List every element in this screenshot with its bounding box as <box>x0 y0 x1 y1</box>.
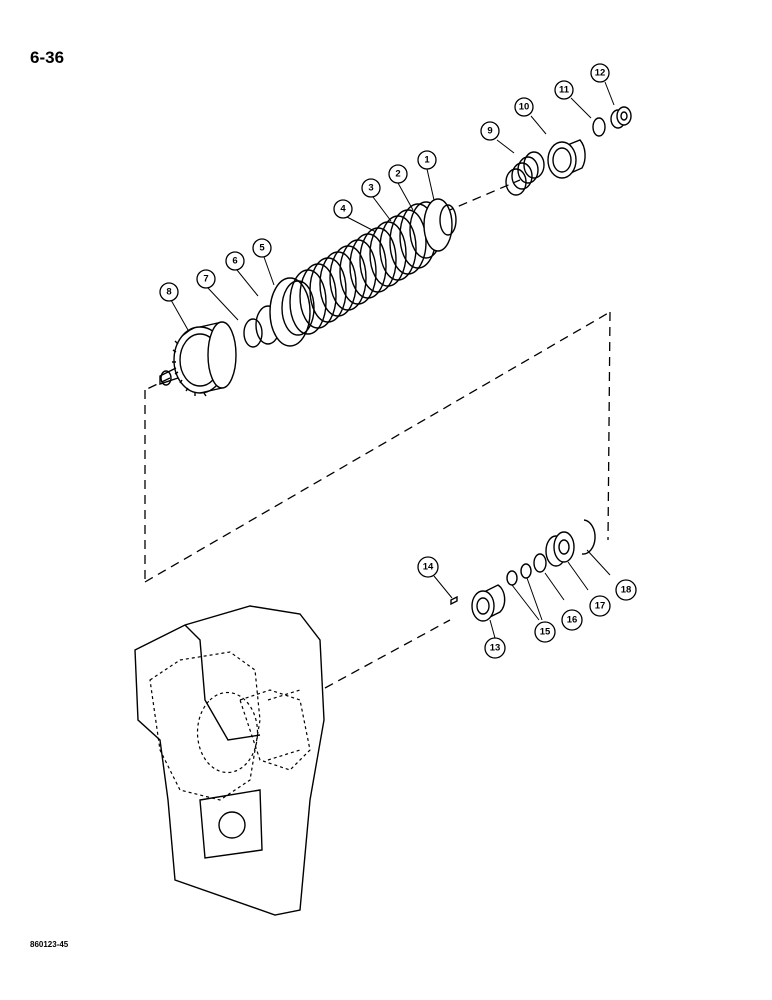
transmission-housing <box>134 605 325 916</box>
figure-code: 860123-45 <box>30 940 69 949</box>
svg-text:2: 2 <box>395 169 400 180</box>
piston <box>547 139 586 179</box>
page-number: 6-36 <box>30 48 65 67</box>
svg-text:1: 1 <box>424 155 430 166</box>
callout-9: 9 <box>480 121 500 141</box>
svg-text:9: 9 <box>487 126 492 137</box>
assembly-guide-lines <box>144 179 611 689</box>
callout-16: 16 <box>561 609 583 631</box>
callout-1: 1 <box>417 150 437 170</box>
callout-15: 15 <box>534 621 556 643</box>
svg-text:7: 7 <box>203 274 208 285</box>
return-spring <box>505 151 545 196</box>
svg-text:14: 14 <box>423 562 434 573</box>
leader-lines <box>170 81 615 639</box>
svg-text:8: 8 <box>166 287 171 298</box>
callout-12: 12 <box>590 63 610 83</box>
lower-shaft-parts <box>450 519 596 622</box>
svg-text:17: 17 <box>595 601 606 612</box>
svg-text:13: 13 <box>490 643 501 654</box>
svg-text:4: 4 <box>340 204 346 215</box>
svg-text:5: 5 <box>259 243 265 254</box>
callout-14: 14 <box>417 556 439 578</box>
callout-7: 7 <box>196 269 216 289</box>
svg-text:6: 6 <box>232 256 237 267</box>
svg-text:16: 16 <box>567 615 578 626</box>
snap-ring-11 <box>592 117 606 137</box>
callout-5: 5 <box>252 238 272 258</box>
callout-11: 11 <box>554 80 574 100</box>
clutch-disc-stack <box>269 198 457 347</box>
svg-text:15: 15 <box>540 627 551 638</box>
bearing-12 <box>610 106 632 129</box>
callout-4: 4 <box>333 199 353 219</box>
callout-6: 6 <box>225 251 245 271</box>
callout-10: 10 <box>514 97 534 117</box>
svg-text:3: 3 <box>368 183 373 194</box>
svg-text:11: 11 <box>559 85 570 96</box>
callout-2: 2 <box>388 164 408 184</box>
callout-8: 8 <box>159 282 179 302</box>
callout-3: 3 <box>361 178 381 198</box>
svg-text:18: 18 <box>621 585 632 596</box>
callout-18: 18 <box>615 579 637 601</box>
svg-text:10: 10 <box>519 102 530 113</box>
callout-17: 17 <box>589 595 611 617</box>
callout-13: 13 <box>484 637 506 659</box>
gear-hub-assembly <box>159 321 237 397</box>
svg-text:12: 12 <box>595 68 606 79</box>
